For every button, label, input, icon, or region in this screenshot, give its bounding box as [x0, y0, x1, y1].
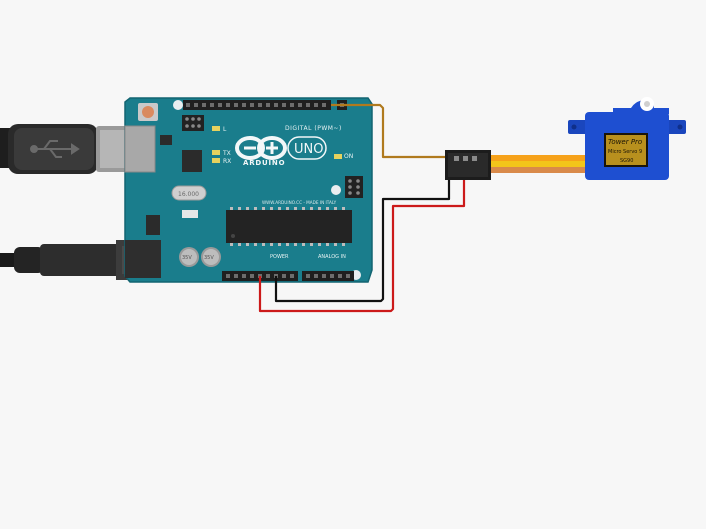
crystal-label: 16.000	[178, 191, 199, 198]
servo-motor: Tower Pro Micro Servo 9 SG90	[568, 97, 686, 180]
digital-header	[183, 100, 347, 110]
power-header-label: POWER	[270, 254, 289, 260]
ground-wire	[274, 171, 451, 303]
icsp-header-top	[182, 115, 204, 131]
digital-header-label: DIGITAL (PWM~)	[285, 125, 342, 132]
servo-brand-label: Tower Pro	[608, 138, 642, 146]
cap-label-2: 35V	[204, 255, 214, 261]
wires	[258, 103, 466, 313]
signal-wire	[331, 103, 447, 159]
l-label: L	[223, 126, 227, 133]
crystal: 16.000	[171, 185, 207, 201]
analog-header-label: ANALOG IN	[318, 254, 346, 260]
usb-socket	[124, 125, 156, 173]
power-wire	[258, 171, 466, 313]
status-leds	[212, 126, 342, 163]
brand-label: ARDUINO	[243, 159, 285, 167]
analog-header	[302, 271, 354, 281]
servo-part-label: SG90	[620, 158, 633, 164]
servo-leads	[491, 155, 585, 173]
cap-label-1: 35V	[182, 255, 192, 261]
uno-badge: UNO	[287, 136, 327, 160]
servo-label-plate: Tower Pro Micro Servo 9 SG90	[604, 133, 648, 167]
site-label: WWW.ARDUINO.CC - MADE IN ITALY	[262, 200, 337, 205]
servo-model-label: Micro Servo 9	[608, 149, 642, 155]
usb-icon	[30, 140, 80, 158]
infinity-logo-icon	[235, 136, 287, 160]
tx-label: TX	[222, 150, 231, 157]
arduino-board: DIGITAL (PWM~) L TX RX ON ARDUINO UNO	[124, 97, 373, 283]
rx-label: RX	[223, 158, 231, 165]
model-label: UNO	[294, 142, 323, 157]
servo-connector	[445, 150, 491, 180]
reset-button[interactable]	[138, 103, 158, 121]
on-label: ON	[344, 153, 353, 160]
atmega-chip	[226, 207, 352, 246]
icsp-header-right	[345, 176, 363, 198]
capacitors: 35V 35V	[179, 247, 221, 267]
usb-chip	[182, 150, 202, 172]
dc-socket	[125, 240, 161, 278]
